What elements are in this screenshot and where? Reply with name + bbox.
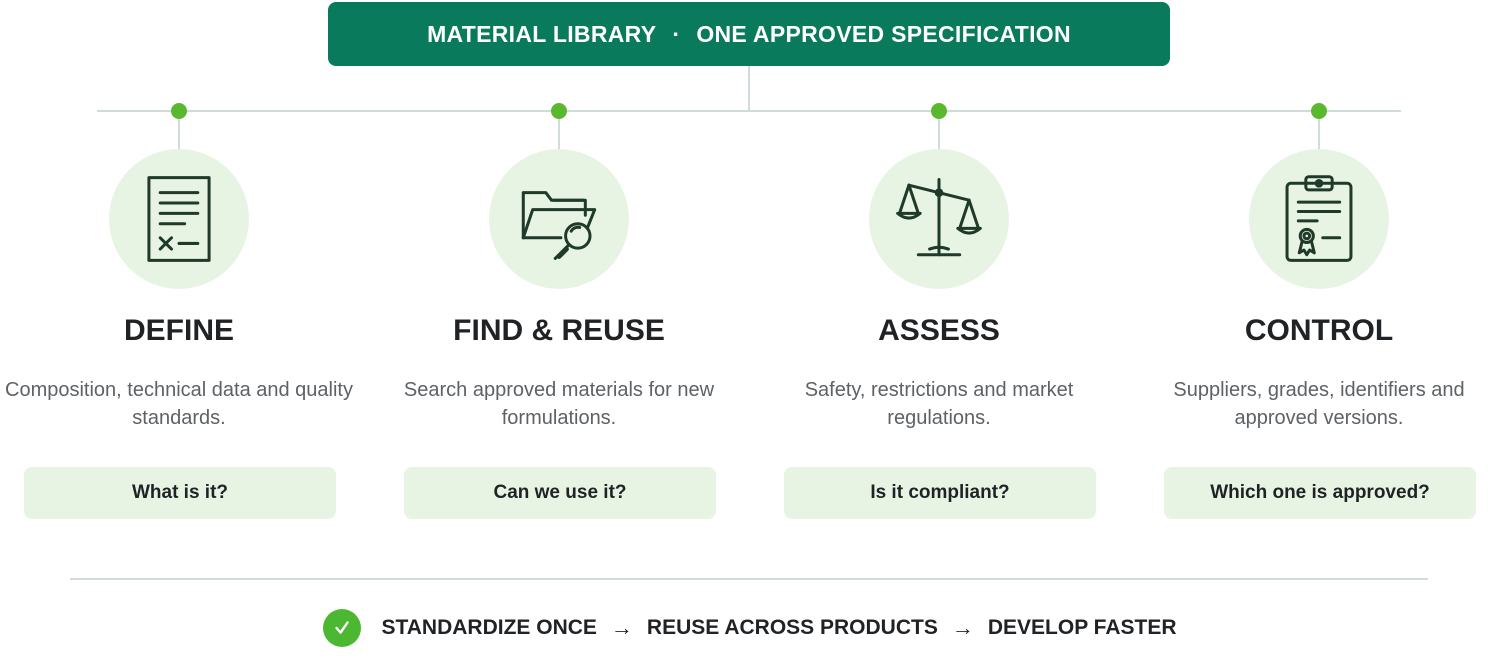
arrow-right-icon: → (951, 615, 974, 640)
branch-line (97, 110, 1401, 112)
document-icon (147, 176, 211, 262)
branch-node-find (551, 103, 567, 119)
footer-step-2: REUSE ACROSS PRODUCTS (646, 616, 938, 639)
column-question-pill: Is it compliant? (784, 467, 1096, 519)
column-question-pill: Which one is approved? (1164, 467, 1476, 519)
icon-circle (109, 149, 249, 289)
column-description: Composition, technical data and quality … (5, 379, 353, 429)
column-title: FIND & REUSE (453, 314, 665, 347)
scale-icon (896, 178, 982, 257)
clipboard-certificate-icon (1285, 175, 1353, 262)
branch-drop-control (1318, 111, 1320, 149)
footer-divider (70, 578, 1428, 580)
branch-drop-define (178, 111, 180, 149)
column-question-pill: Can we use it? (404, 467, 716, 519)
branch-drop-assess (938, 111, 940, 149)
check-circle-icon (323, 609, 362, 647)
icon-circle (869, 149, 1009, 289)
arrow-right-icon: → (610, 615, 633, 640)
column-title: CONTROL (1244, 314, 1394, 347)
column-question-pill: What is it? (24, 467, 336, 519)
folder-search-icon (521, 191, 597, 260)
column-title: ASSESS (878, 314, 1000, 347)
footer-step-3: DEVELOP FASTER (987, 616, 1177, 639)
column-description: Search approved materials for new formul… (403, 379, 715, 429)
branch-node-define (171, 103, 187, 119)
header-left-text: MATERIAL LIBRARY (427, 20, 657, 47)
icon-circle (489, 149, 629, 289)
branch-drop-find (558, 111, 560, 149)
icon-circle (1249, 149, 1389, 289)
column-description: Suppliers, grades, identifiers and appro… (1173, 379, 1465, 429)
footer-step-1: STANDARDIZE ONCE (381, 616, 597, 639)
column-title: DEFINE (123, 314, 234, 347)
header-right-text: ONE APPROVED SPECIFICATION (696, 20, 1071, 47)
branch-node-assess (931, 103, 947, 119)
header-stem (748, 66, 750, 112)
header-banner: MATERIAL LIBRARY · ONE APPROVED SPECIFIC… (328, 2, 1170, 66)
branch-node-control (1311, 103, 1327, 119)
header-separator: · (672, 20, 681, 47)
footer-flow: STANDARDIZE ONCE → REUSE ACROSS PRODUCTS… (0, 606, 1500, 650)
column-description: Safety, restrictions and market regulati… (804, 379, 1074, 429)
